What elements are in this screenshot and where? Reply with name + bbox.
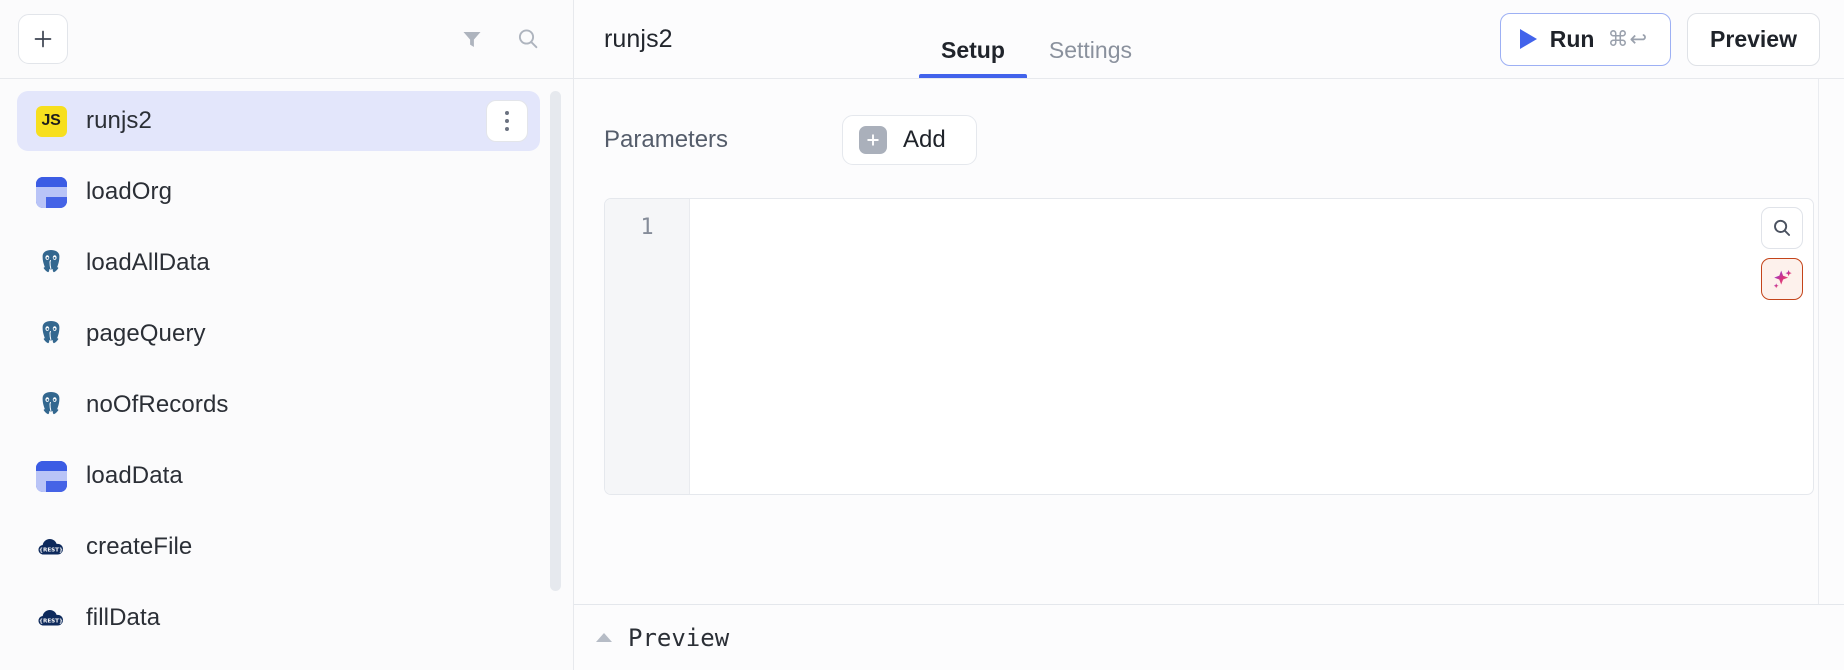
parameters-label: Parameters <box>604 126 729 153</box>
run-shortcut-label: ⌘↩ <box>1607 27 1649 51</box>
list-item[interactable]: {REST} fillData <box>17 588 540 648</box>
list-item-label: pageQuery <box>86 320 206 347</box>
list-item[interactable]: JS runjs2 <box>17 91 540 151</box>
js-icon: JS <box>34 104 68 138</box>
sidebar-scrollbar-track[interactable] <box>550 91 561 656</box>
add-resource-button[interactable] <box>18 14 68 64</box>
list-item-label: createFile <box>86 533 193 560</box>
rest-api-icon: {REST} <box>34 601 68 635</box>
list-item-label: loadAllData <box>86 249 210 276</box>
sidebar-scrollbar-thumb[interactable] <box>550 91 561 591</box>
search-icon <box>1774 219 1791 236</box>
editor-gutter: 1 <box>605 199 690 494</box>
run-button[interactable]: Run ⌘↩ <box>1499 12 1672 66</box>
add-parameter-button[interactable]: Add <box>842 115 977 165</box>
list-item[interactable]: loadData <box>17 446 540 506</box>
sidebar-search-button[interactable] <box>507 18 549 60</box>
list-item-label: loadOrg <box>86 178 173 205</box>
caret-up-icon[interactable] <box>596 633 612 642</box>
run-button-label: Run <box>1549 25 1595 52</box>
plus-icon <box>859 126 887 154</box>
parameters-row: Parameters Add <box>574 79 1844 165</box>
svg-text:{REST}: {REST} <box>39 618 63 624</box>
postgres-icon <box>34 388 68 422</box>
tab-bar: Setup Settings <box>919 0 1154 78</box>
list-item-label: noOfRecords <box>86 391 229 418</box>
svg-text:{REST}: {REST} <box>39 547 63 553</box>
preview-footer[interactable]: Preview <box>574 604 1844 670</box>
editor-tools <box>1761 207 1803 300</box>
list-item[interactable]: loadOrg <box>17 162 540 222</box>
sidebar: JS runjs2 loadOrg <box>0 0 574 670</box>
list-item[interactable]: pageQuery <box>17 304 540 364</box>
main-panel: runjs2 Setup Settings Run ⌘↩ Preview Par… <box>574 0 1844 670</box>
tab-settings[interactable]: Settings <box>1048 37 1132 63</box>
list-item[interactable]: noOfRecords <box>17 375 540 435</box>
main-body: Parameters Add 1 <box>574 79 1844 604</box>
header-actions: Run ⌘↩ Preview <box>1499 12 1820 66</box>
list-item[interactable]: loadAllData <box>17 233 540 293</box>
sidebar-header <box>0 0 573 79</box>
filter-icon <box>463 32 481 47</box>
tab-setup[interactable]: Setup <box>919 39 1027 78</box>
editor-search-button[interactable] <box>1761 207 1803 249</box>
play-icon <box>1519 29 1537 49</box>
postgres-icon <box>34 246 68 280</box>
rest-api-icon: {REST} <box>34 530 68 564</box>
page-title: runjs2 <box>604 24 673 53</box>
list-item-label: fillData <box>86 604 161 631</box>
list-item-label: loadData <box>86 462 183 489</box>
more-vertical-icon[interactable] <box>486 100 528 142</box>
preview-button[interactable]: Preview <box>1687 12 1820 66</box>
search-icon <box>518 29 538 49</box>
code-input[interactable] <box>690 199 1813 494</box>
list-item[interactable]: {REST} createFile <box>17 517 540 577</box>
preview-footer-label: Preview <box>628 623 730 652</box>
app-table-icon <box>34 175 68 209</box>
sparkles-icon <box>1773 270 1792 289</box>
panel-right-divider <box>1818 79 1819 604</box>
ai-assist-button[interactable] <box>1761 258 1803 300</box>
app-table-icon <box>34 459 68 493</box>
main-header: runjs2 Setup Settings Run ⌘↩ Preview <box>574 0 1844 79</box>
code-editor[interactable]: 1 <box>604 198 1814 495</box>
add-parameter-label: Add <box>903 126 946 153</box>
plus-icon <box>34 30 52 48</box>
list-item-label: runjs2 <box>86 107 152 134</box>
line-number: 1 <box>640 215 654 240</box>
filter-button[interactable] <box>451 18 493 60</box>
resource-list[interactable]: JS runjs2 loadOrg <box>0 79 573 670</box>
postgres-icon <box>34 317 68 351</box>
